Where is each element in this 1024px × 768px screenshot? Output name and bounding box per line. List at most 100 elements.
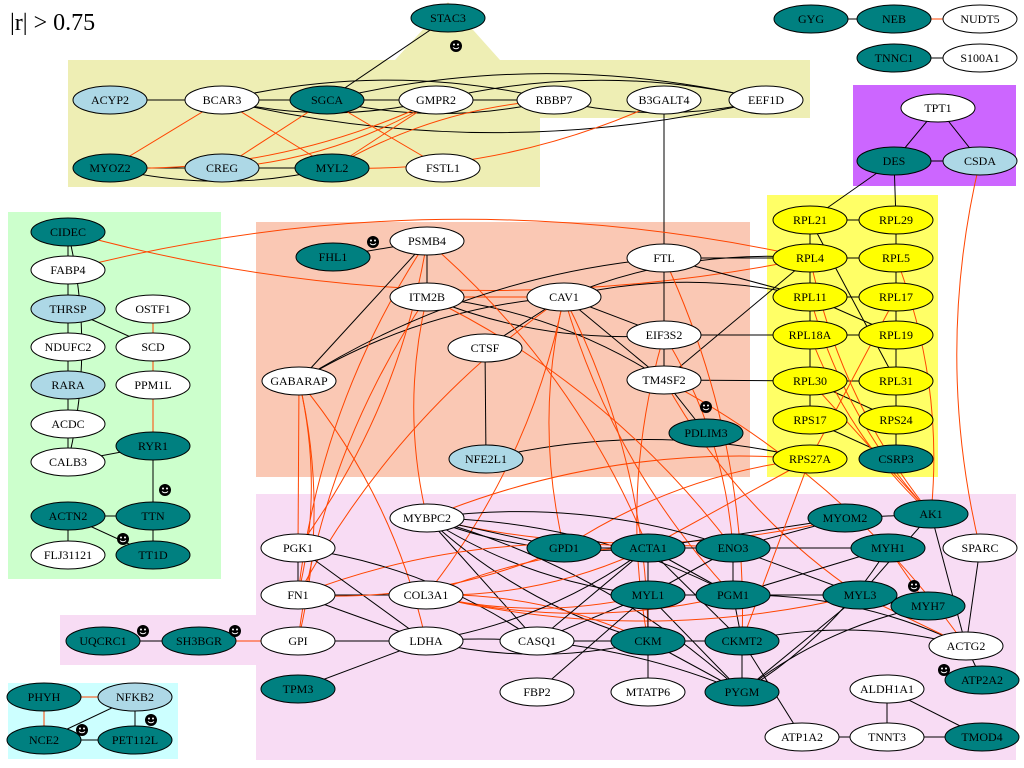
node-pgm1[interactable]: PGM1: [695, 580, 771, 610]
node-tmod4[interactable]: TMOD4: [944, 722, 1020, 752]
node-rps17[interactable]: RPS17: [772, 405, 848, 435]
node-tt1d[interactable]: TT1D: [115, 540, 191, 570]
node-rpl11[interactable]: RPL11: [772, 282, 848, 312]
node-ldha[interactable]: LDHA: [388, 626, 464, 656]
node-casq1[interactable]: CASQ1: [499, 626, 575, 656]
node-csrp3[interactable]: CSRP3: [858, 444, 934, 474]
node-label: GMPR2: [416, 93, 456, 107]
node-ndufc2[interactable]: NDUFC2: [30, 332, 106, 362]
node-ppm1l[interactable]: PPM1L: [115, 370, 191, 400]
node-eno3[interactable]: ENO3: [695, 533, 771, 563]
node-sgca[interactable]: SGCA: [289, 85, 365, 115]
node-eif3s2[interactable]: EIF3S2: [626, 320, 702, 350]
node-fbp2[interactable]: FBP2: [499, 677, 575, 707]
node-flj31121[interactable]: FLJ31121: [30, 540, 106, 570]
node-bcar3[interactable]: BCAR3: [184, 85, 260, 115]
node-rps27a[interactable]: RPS27A: [772, 444, 848, 474]
node-rpl4[interactable]: RPL4: [772, 243, 848, 273]
node-rpl19[interactable]: RPL19: [858, 320, 934, 350]
node-rara[interactable]: RARA: [30, 370, 106, 400]
node-ellipse: [6, 725, 82, 755]
node-eef1d[interactable]: EEF1D: [728, 85, 804, 115]
node-col3a1[interactable]: COL3A1: [388, 580, 464, 610]
node-sparc[interactable]: SPARC: [942, 533, 1018, 563]
node-neb[interactable]: NEB: [856, 4, 932, 34]
node-ak1[interactable]: AK1: [893, 499, 969, 529]
node-gpi[interactable]: GPI: [260, 626, 336, 656]
node-myom2[interactable]: MYOM2: [807, 503, 883, 533]
node-aldh1a1[interactable]: ALDH1A1: [849, 674, 925, 704]
node-ftl[interactable]: FTL: [626, 243, 702, 273]
node-gabarap[interactable]: GABARAP: [261, 366, 337, 396]
node-myh1[interactable]: MYH1: [850, 533, 926, 563]
node-scd[interactable]: SCD: [115, 332, 191, 362]
node-rpl5[interactable]: RPL5: [858, 243, 934, 273]
node-cav1[interactable]: CAV1: [526, 282, 602, 312]
node-ostf1[interactable]: OSTF1: [115, 294, 191, 324]
node-gmpr2[interactable]: GMPR2: [398, 85, 474, 115]
node-tnnt3[interactable]: TNNT3: [849, 722, 925, 752]
node-nfe2l1[interactable]: NFE2L1: [448, 444, 524, 474]
node-itm2b[interactable]: ITM2B: [389, 282, 465, 312]
node-pgk1[interactable]: PGK1: [260, 533, 336, 563]
node-acta1[interactable]: ACTA1: [610, 533, 686, 563]
node-fabp4[interactable]: FABP4: [30, 255, 106, 285]
node-actn2[interactable]: ACTN2: [30, 501, 106, 531]
node-nfkb2[interactable]: NFKB2: [97, 682, 173, 712]
node-rpl18a[interactable]: RPL18A: [772, 320, 848, 350]
node-myl1[interactable]: MYL1: [610, 580, 686, 610]
node-cidec[interactable]: CIDEC: [30, 217, 106, 247]
node-rps24[interactable]: RPS24: [858, 405, 934, 435]
node-acyp2[interactable]: ACYP2: [72, 85, 148, 115]
node-rpl30[interactable]: RPL30: [772, 366, 848, 396]
node-ttn[interactable]: TTN: [115, 501, 191, 531]
node-rpl31[interactable]: RPL31: [858, 366, 934, 396]
node-ckmt2[interactable]: CKMT2: [704, 626, 780, 656]
node-rpl21[interactable]: RPL21: [772, 205, 848, 235]
node-mybpc2[interactable]: MYBPC2: [389, 503, 465, 533]
node-sh3bgr[interactable]: SH3BGR: [161, 626, 237, 656]
node-stac3[interactable]: STAC3: [410, 3, 486, 33]
node-pdlim3[interactable]: PDLIM3: [668, 418, 744, 448]
node-fstl1[interactable]: FSTL1: [405, 153, 481, 183]
node-pygm[interactable]: PYGM: [704, 677, 780, 707]
node-gpd1[interactable]: GPD1: [526, 533, 602, 563]
node-ryr1[interactable]: RYR1: [115, 431, 191, 461]
node-tpm3[interactable]: TPM3: [260, 674, 336, 704]
node-ctsf[interactable]: CTSF: [447, 333, 523, 363]
node-thrsp[interactable]: THRSP: [30, 294, 106, 324]
node-tm4sf2[interactable]: TM4SF2: [626, 365, 702, 395]
node-myoz2[interactable]: MYOZ2: [72, 153, 148, 183]
node-csda[interactable]: CSDA: [942, 146, 1018, 176]
node-calb3[interactable]: CALB3: [30, 447, 106, 477]
node-tpt1[interactable]: TPT1: [900, 93, 976, 123]
node-rbbp7[interactable]: RBBP7: [516, 85, 592, 115]
node-acdc[interactable]: ACDC: [30, 409, 106, 439]
node-rpl29[interactable]: RPL29: [858, 205, 934, 235]
node-ellipse: [772, 320, 848, 350]
node-nudt5[interactable]: NUDT5: [942, 4, 1018, 34]
node-mtatp6[interactable]: MTATP6: [610, 677, 686, 707]
node-actg2[interactable]: ACTG2: [928, 631, 1004, 661]
node-fn1[interactable]: FN1: [260, 580, 336, 610]
node-des[interactable]: DES: [856, 146, 932, 176]
node-psmb4[interactable]: PSMB4: [389, 226, 465, 256]
node-creg[interactable]: CREG: [184, 153, 260, 183]
node-atp2a2[interactable]: ATP2A2: [944, 665, 1020, 695]
node-phyh[interactable]: PHYH: [6, 682, 82, 712]
node-atp1a2[interactable]: ATP1A2: [764, 722, 840, 752]
node-uqcrc1[interactable]: UQCRC1: [65, 626, 141, 656]
node-nce2[interactable]: NCE2: [6, 725, 82, 755]
node-gyg[interactable]: GYG: [773, 4, 849, 34]
node-b3galt4[interactable]: B3GALT4: [626, 85, 702, 115]
node-ckm[interactable]: CKM: [610, 626, 686, 656]
node-myh7[interactable]: MYH7: [890, 591, 966, 621]
node-fhl1[interactable]: FHL1: [295, 242, 371, 272]
node-rpl17[interactable]: RPL17: [858, 282, 934, 312]
node-pet112l[interactable]: PET112L: [97, 725, 173, 755]
node-tnnc1[interactable]: TNNC1: [856, 43, 932, 73]
node-s100a1[interactable]: S100A1: [942, 43, 1018, 73]
node-myl2[interactable]: MYL2: [294, 153, 370, 183]
node-ellipse: [626, 243, 702, 273]
node-myl3[interactable]: MYL3: [822, 580, 898, 610]
